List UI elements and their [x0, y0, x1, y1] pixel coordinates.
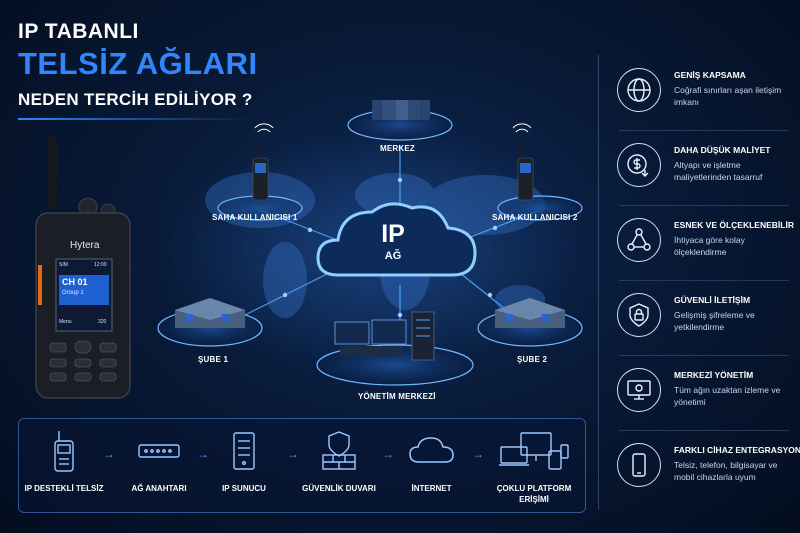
network-diagram: [157, 100, 590, 386]
firewall-icon: [317, 429, 361, 478]
cloud-icon: [407, 435, 457, 470]
arrow-icon: →: [287, 447, 299, 461]
flow-label: İNTERNET: [411, 484, 452, 493]
monitor-gear-icon: [617, 368, 661, 412]
feature-divider: [619, 430, 789, 431]
label-yonetim: YÖNETİM MERKEZİ: [358, 392, 436, 401]
radio-channel: CH 01: [62, 277, 88, 287]
radio-group: Group 1: [62, 290, 84, 296]
label-saha-2: SAHA KULLANICISI 2: [492, 213, 578, 222]
feature-item: GENİŞ KAPSAMA Coğrafi sınırları aşan ile…: [609, 60, 799, 130]
devices-icon: [499, 429, 569, 478]
feature-title: GENİŞ KAPSAMA: [674, 70, 746, 80]
smartphone-icon: [617, 443, 661, 487]
title-line-1: IP TABANLI: [18, 20, 139, 43]
feature-item: MERKEZİ YÖNETİM Tüm ağın uzaktan izleme …: [609, 360, 799, 430]
feature-title: MERKEZİ YÖNETİM: [674, 370, 754, 380]
radio-sim: SIM: [59, 262, 68, 268]
radio-body-icon: [35, 135, 131, 399]
hytera-radio: Hytera SIM 12:00 CH 01 Group 1 Menu 320: [28, 135, 138, 400]
label-sube-1: ŞUBE 1: [198, 355, 229, 364]
feature-desc: Tüm ağın uzaktan izleme ve yönetimi: [674, 385, 781, 407]
feature-item: DAHA DÜŞÜK MALİYET Altyapı ve işletme ma…: [609, 135, 799, 205]
feature-item: FARKLI CİHAZ ENTEGRASYONU Telsiz, telefo…: [609, 435, 800, 505]
feature-divider: [619, 355, 789, 356]
dollar-down-icon: [617, 143, 661, 187]
flow-label: IP DESTEKLİ TELSİZ: [24, 484, 104, 493]
flow-label: AĞ ANAHTARI: [131, 484, 187, 493]
label-sube-2: ŞUBE 2: [517, 355, 548, 364]
feature-divider: [619, 130, 789, 131]
flow-panel: IP DESTEKLİ TELSİZ → AĞ ANAHTARI → IP SU…: [18, 418, 586, 513]
feature-item: GÜVENLİ İLETİŞİM Gelişmiş şifreleme ve y…: [609, 285, 799, 355]
cloud-label-ip: IP: [381, 220, 405, 248]
title-line-2: TELSİZ AĞLARI: [18, 46, 258, 81]
feature-divider: [619, 280, 789, 281]
feature-divider: [619, 205, 789, 206]
feature-desc: Gelişmiş şifreleme ve yetkilendirme: [674, 310, 755, 332]
label-saha-1: SAHA KULLANICISI 1: [212, 213, 298, 222]
radio-brand: Hytera: [70, 240, 100, 251]
flow-label: IP SUNUCU: [222, 484, 266, 493]
warehouse-icon: [495, 298, 565, 328]
feature-desc: Coğrafi sınırları aşan iletişim imkanı: [674, 85, 782, 107]
flow-item: IP SUNUCU: [199, 419, 289, 514]
features-panel: GENİŞ KAPSAMA Coğrafi sınırları aşan ile…: [598, 55, 800, 510]
buildings-icon: [372, 100, 430, 120]
warehouse-icon: [175, 298, 245, 328]
feature-title: DAHA DÜŞÜK MALİYET: [674, 145, 771, 155]
title-line-3: NEDEN TERCİH EDİLİYOR ?: [18, 90, 253, 109]
radio-menu: Menu: [59, 319, 72, 325]
connection-nodes: [282, 177, 498, 318]
ip-cloud: [316, 202, 477, 277]
signal-icon: [512, 123, 532, 133]
arrow-icon: →: [197, 447, 209, 461]
feature-desc: Altyapı ve işletme maliyetlerinden tasar…: [674, 160, 763, 182]
flow-label: GÜVENLİK DUVARI: [302, 484, 376, 493]
arrow-icon: →: [472, 447, 484, 461]
shield-lock-icon: [617, 293, 661, 337]
control-room-icon: [334, 311, 435, 361]
feature-item: ESNEK VE ÖLÇEKLENEBİLİR İhtiyaca göre ko…: [609, 210, 799, 280]
label-merkez: MERKEZ: [380, 144, 415, 153]
radio-time: 12:00: [94, 262, 107, 268]
title-underline: [18, 118, 253, 120]
signal-icon: [254, 123, 274, 133]
platform-saha-2: [497, 195, 583, 221]
globe-icon: [617, 68, 661, 112]
flow-item: AĞ ANAHTARI: [114, 419, 204, 514]
switch-icon: [137, 441, 181, 466]
radio-number: 320: [98, 319, 107, 325]
flow-item: İNTERNET: [389, 419, 474, 514]
handheld-radio-icon: [517, 142, 534, 201]
cloud-label-ag: AĞ: [384, 250, 402, 262]
feature-desc: Telsiz, telefon, bilgisayar ve mobil cih…: [674, 460, 778, 482]
flow-label: ÇOKLU PLATFORM ERİŞİMİ: [496, 484, 572, 504]
feature-title: GÜVENLİ İLETİŞİM: [674, 295, 751, 305]
feature-title: FARKLI CİHAZ ENTEGRASYONU: [674, 445, 800, 455]
arrow-icon: →: [103, 447, 115, 461]
handheld-radio-icon: [252, 142, 269, 201]
flow-item: IP DESTEKLİ TELSİZ: [19, 419, 109, 514]
feature-title: ESNEK VE ÖLÇEKLENEBİLİR: [674, 220, 794, 230]
arrow-icon: →: [382, 447, 394, 461]
flow-item: GÜVENLİK DUVARI: [289, 419, 389, 514]
feature-desc: İhtiyaca göre kolay ölçeklendirme: [674, 235, 745, 257]
share-nodes-icon: [617, 218, 661, 262]
radio-icon: [49, 429, 79, 478]
server-icon: [232, 429, 256, 478]
flow-item: ÇOKLU PLATFORM ERİŞİMİ: [484, 419, 584, 514]
